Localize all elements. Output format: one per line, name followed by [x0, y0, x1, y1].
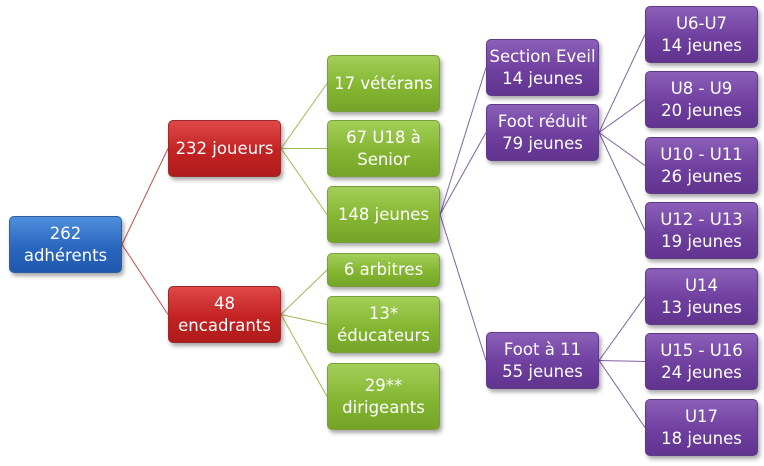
node-u12-u13-count: 19 jeunes — [661, 231, 742, 251]
node-jeunes-label: 148 jeunes — [337, 204, 430, 224]
node-educateurs: 13* éducateurs — [327, 296, 440, 353]
node-u17-label: U17 — [684, 406, 719, 426]
connector-encadrants-arbitres — [280, 269, 328, 315]
connector-reduit-u12 — [598, 132, 646, 231]
node-encadrants-label: encadrants — [178, 315, 271, 335]
node-u8-u9-label: U8 - U9 — [670, 78, 733, 98]
node-foot-a-11-count: 55 jeunes — [502, 361, 583, 381]
node-encadrants-count: 48 — [214, 293, 235, 313]
node-arbitres: 6 arbitres — [327, 253, 440, 287]
node-u17: U17 18 jeunes — [645, 399, 758, 456]
node-u10-u11-count: 26 jeunes — [661, 166, 742, 186]
node-veterans-label: 17 vétérans — [334, 73, 433, 93]
connector-foot11-u17 — [598, 360, 646, 428]
node-section-eveil-count: 14 jeunes — [502, 68, 583, 88]
node-u14-label: U14 — [684, 275, 719, 295]
connector-joueurs-jeunes — [280, 148, 328, 215]
connector-joueurs-veterans — [280, 83, 328, 149]
node-jeunes: 148 jeunes — [327, 186, 440, 243]
connector-foot11-u15 — [598, 360, 646, 362]
node-u6-u7-count: 14 jeunes — [661, 35, 742, 55]
connector-root-joueurs — [121, 148, 169, 245]
node-u18-senior: 67 U18 à Senior — [327, 120, 440, 177]
node-section-eveil-label: Section Eveil — [489, 46, 596, 66]
node-joueurs: 232 joueurs — [168, 120, 281, 177]
node-educateurs-label: éducateurs — [337, 325, 430, 345]
node-foot-reduit-label: Foot réduit — [497, 111, 588, 131]
node-u17-count: 18 jeunes — [661, 428, 742, 448]
node-u12-u13: U12 - U13 19 jeunes — [645, 202, 758, 259]
node-adherents: 262 adhérents — [9, 216, 122, 273]
node-u12-u13-label: U12 - U13 — [660, 209, 743, 229]
node-section-eveil: Section Eveil 14 jeunes — [486, 39, 599, 96]
node-u14-count: 13 jeunes — [661, 297, 742, 317]
node-dirigeants-label: dirigeants — [342, 397, 425, 417]
node-arbitres-label: 6 arbitres — [343, 260, 424, 279]
node-u15-u16-count: 24 jeunes — [661, 362, 742, 382]
connector-reduit-u8 — [598, 99, 646, 133]
node-u15-u16-label: U15 - U16 — [660, 340, 743, 360]
node-foot-a-11-label: Foot à 11 — [503, 339, 582, 359]
node-foot-reduit: Foot réduit 79 jeunes — [486, 104, 599, 161]
node-veterans: 17 vétérans — [327, 55, 440, 112]
node-u18-senior-line1: 67 U18 à — [346, 127, 421, 147]
connector-root-encadrants — [121, 244, 169, 315]
node-dirigeants-count: 29** — [364, 375, 403, 395]
node-educateurs-count: 13* — [368, 303, 399, 323]
node-u8-u9-count: 20 jeunes — [661, 100, 742, 120]
node-u6-u7-label: U6-U7 — [675, 13, 728, 33]
connector-encadrants-dirigeants — [280, 314, 328, 397]
node-u15-u16: U15 - U16 24 jeunes — [645, 333, 758, 390]
node-foot-a-11: Foot à 11 55 jeunes — [486, 332, 599, 389]
node-u10-u11: U10 - U11 26 jeunes — [645, 137, 758, 194]
node-u8-u9: U8 - U9 20 jeunes — [645, 71, 758, 128]
node-joueurs-label: 232 joueurs — [175, 138, 274, 158]
node-encadrants: 48 encadrants — [168, 286, 281, 343]
connector-encadrants-educateurs — [280, 314, 328, 325]
connector-jeunes-eveil — [439, 67, 487, 215]
connector-reduit-u10 — [598, 132, 646, 166]
node-foot-reduit-count: 79 jeunes — [502, 133, 583, 153]
connector-jeunes-reduit — [439, 132, 487, 215]
node-u10-u11-label: U10 - U11 — [660, 144, 743, 164]
node-adherents-count: 262 — [49, 223, 82, 243]
connector-jeunes-foot11 — [439, 214, 487, 361]
node-u6-u7: U6-U7 14 jeunes — [645, 6, 758, 63]
node-u14: U14 13 jeunes — [645, 268, 758, 325]
node-adherents-label: adhérents — [23, 245, 108, 265]
node-dirigeants: 29** dirigeants — [327, 363, 440, 430]
connector-foot11-u14 — [598, 296, 646, 361]
node-u18-senior-line2: Senior — [357, 149, 410, 169]
connector-reduit-u6 — [598, 34, 646, 133]
